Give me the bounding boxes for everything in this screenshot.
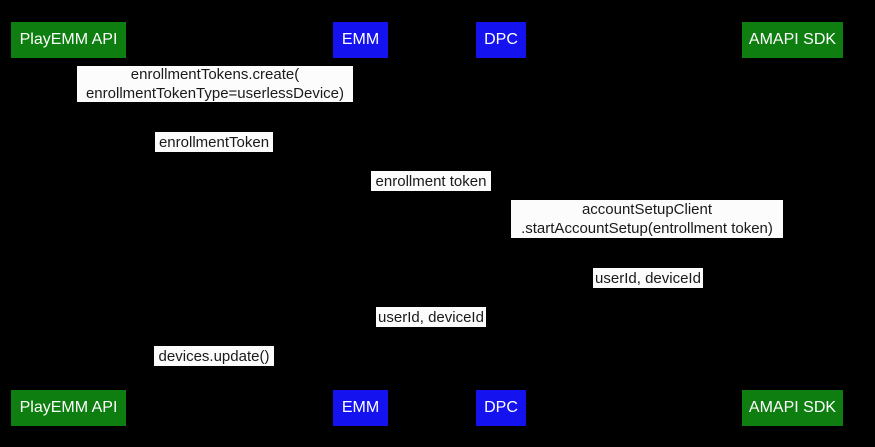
actor-emm-top: EMM (333, 22, 388, 58)
message-enrollment-token-return: enrollmentToken (155, 132, 273, 152)
actor-amapi-sdk-bottom: AMAPI SDK (742, 390, 843, 426)
actor-dpc-bottom: DPC (476, 390, 526, 426)
message-userid-deviceid-to-emm: userId, deviceId (376, 307, 486, 327)
actor-dpc-top: DPC (476, 22, 526, 58)
actor-playemm-api-bottom: PlayEMM API (11, 390, 126, 426)
actor-amapi-sdk-top: AMAPI SDK (742, 22, 843, 58)
message-start-account-setup: accountSetupClient .startAccountSetup(en… (511, 200, 783, 238)
message-devices-update: devices.update() (154, 346, 274, 366)
message-enrollment-token-to-dpc: enrollment token (371, 171, 491, 191)
message-enrollment-tokens-create: enrollmentTokens.create( enrollmentToken… (77, 66, 353, 102)
message-userid-deviceid-from-amapi: userId, deviceId (593, 268, 703, 288)
actor-playemm-api-top: PlayEMM API (11, 22, 126, 58)
actor-emm-bottom: EMM (333, 390, 388, 426)
